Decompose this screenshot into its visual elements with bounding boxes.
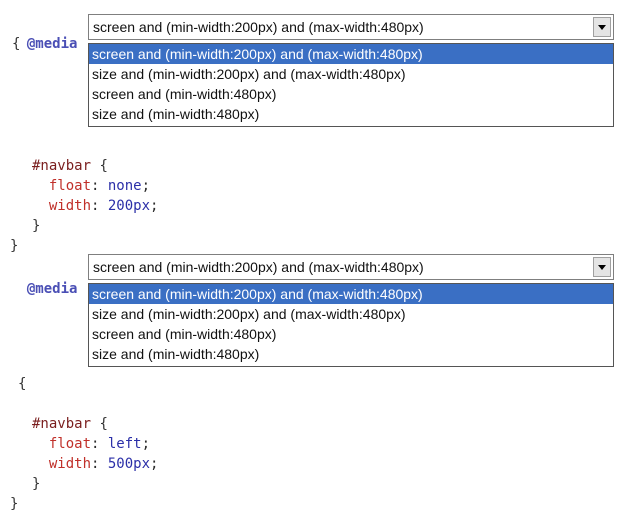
navbar-selector: #navbar: [32, 158, 92, 174]
media-open-brace-2: {: [18, 376, 27, 392]
navbar-selector: #navbar: [32, 416, 92, 432]
media-keyword-1: @media: [26, 36, 78, 52]
media-query-select-2-value: screen and (min-width:200px) and (max-wi…: [93, 259, 424, 275]
media-query-select-1[interactable]: screen and (min-width:200px) and (max-wi…: [88, 14, 614, 40]
media-keyword-2: @media: [26, 281, 78, 297]
float-value: none: [107, 178, 142, 194]
width-property: width: [48, 198, 92, 214]
navbar-rule-1: #navbar { float: none; width: 200px; }: [32, 158, 159, 234]
width-value: 200px: [107, 198, 151, 214]
dropdown-option[interactable]: screen and (min-width:200px) and (max-wi…: [89, 44, 613, 64]
media-query-dropdown-1: screen and (min-width:200px) and (max-wi…: [88, 43, 614, 127]
media-query-select-2[interactable]: screen and (min-width:200px) and (max-wi…: [88, 254, 614, 280]
media-close-brace-1: }: [10, 238, 19, 254]
dropdown-option[interactable]: size and (min-width:480px): [92, 106, 260, 122]
float-value: left: [107, 436, 142, 452]
dropdown-option[interactable]: screen and (min-width:480px): [92, 86, 277, 102]
dropdown-option[interactable]: screen and (min-width:480px): [92, 326, 277, 342]
dropdown-option[interactable]: size and (min-width:200px) and (max-widt…: [92, 306, 406, 322]
float-property: float: [48, 436, 92, 452]
dropdown-option[interactable]: size and (min-width:480px): [92, 346, 260, 362]
media-query-dropdown-2: screen and (min-width:200px) and (max-wi…: [88, 283, 614, 367]
navbar-rule-2: #navbar { float: left; width: 500px; }: [32, 416, 159, 492]
media-open-brace-1: {: [12, 36, 21, 52]
chevron-down-icon[interactable]: [593, 257, 611, 277]
width-value: 500px: [107, 456, 151, 472]
chevron-down-icon[interactable]: [593, 17, 611, 37]
width-property: width: [48, 456, 92, 472]
media-query-select-1-value: screen and (min-width:200px) and (max-wi…: [93, 19, 424, 35]
dropdown-option[interactable]: size and (min-width:200px) and (max-widt…: [92, 66, 406, 82]
dropdown-option[interactable]: screen and (min-width:200px) and (max-wi…: [89, 284, 613, 304]
media-close-brace-2: }: [10, 496, 19, 512]
float-property: float: [48, 178, 92, 194]
